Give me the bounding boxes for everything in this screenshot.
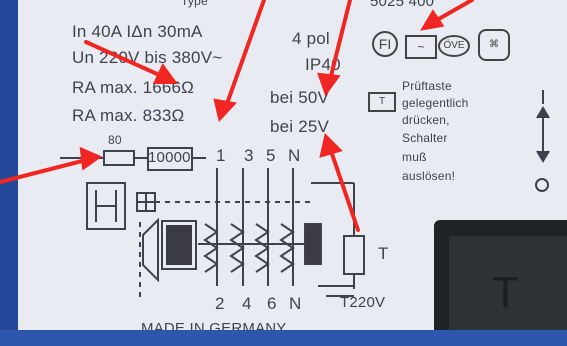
coil-symbol-3 (254, 223, 270, 273)
terminal-bottom-n: N (289, 294, 302, 313)
test-voltage-text: T220V (340, 294, 386, 311)
test-text-3: drücken, (402, 113, 450, 127)
test-symbol-t: T (378, 244, 389, 263)
fi-symbol: FI (372, 31, 398, 57)
terminal-top-1: 1 (216, 146, 226, 165)
terminal-top-5: 5 (266, 146, 276, 165)
coil-symbol-4 (279, 223, 295, 273)
top-right-partial-text: 5025 400 (370, 0, 435, 10)
status-circle (535, 178, 549, 192)
counter-text: 10000 (148, 149, 191, 166)
breaker-dark-handle-area (449, 236, 567, 346)
red-arrow-head (420, 9, 445, 31)
test-text-6: auslösen! (402, 169, 456, 183)
red-arrow-2 (327, 0, 352, 86)
test-text-4: Schalter (402, 131, 448, 145)
test-resistor (343, 235, 365, 275)
top-partial-text: Type (181, 0, 208, 8)
red-arrow-head (213, 98, 237, 123)
red-arrow-head (317, 72, 341, 97)
red-arrow-6 (327, 143, 360, 232)
counter-box (147, 147, 193, 171)
bei-25v-text: bei 25V (270, 117, 330, 136)
terminal-top-n: N (288, 146, 301, 165)
test-text-1: Prüftaste (402, 79, 452, 93)
ra-max-833-text: RA max. 833Ω (72, 106, 185, 125)
fuse-symbol (103, 150, 135, 166)
left-blue-edge (0, 0, 18, 346)
h-box-symbol (86, 182, 126, 230)
bottom-blue-strip (0, 330, 567, 346)
transformer-core (304, 223, 322, 265)
terminal-bottom-6: 6 (267, 294, 277, 313)
relay-fill (166, 225, 192, 265)
terminal-bottom-4: 4 (242, 294, 252, 313)
test-text-2: gelegentlich (402, 96, 469, 110)
red-arrow-head (152, 63, 178, 84)
coil-symbol-2 (229, 223, 245, 273)
pole-text: 4 pol (292, 29, 330, 48)
red-arrow-head (319, 133, 343, 158)
red-arrow-1 (222, 0, 266, 114)
terminal-top-3: 3 (244, 146, 254, 165)
trip-symbol (142, 217, 159, 283)
red-arrow-4 (84, 40, 168, 80)
rating-text: In 40A IΔn 30mA (72, 22, 203, 41)
terminal-bottom-2: 2 (215, 294, 225, 313)
fuse-value-text: 80 (108, 133, 122, 147)
ac-wave-icon: ~ (405, 35, 437, 59)
relay-symbol (161, 220, 197, 270)
test-button-icon: T (368, 92, 396, 112)
certification-icon: ⌘ (478, 29, 510, 61)
red-arrow-head (79, 146, 103, 171)
test-text-5: muß (402, 150, 427, 164)
bei-50v-text: bei 50V (270, 88, 330, 107)
ove-mark: ÖVE (438, 35, 470, 57)
switch-arrows (536, 106, 550, 163)
coil-symbol-1 (203, 223, 219, 273)
housing-letter-t: T (492, 268, 520, 317)
red-arrow-5 (0, 157, 92, 184)
red-annotation-arrows (0, 0, 474, 232)
test-button-symbol (318, 285, 354, 297)
